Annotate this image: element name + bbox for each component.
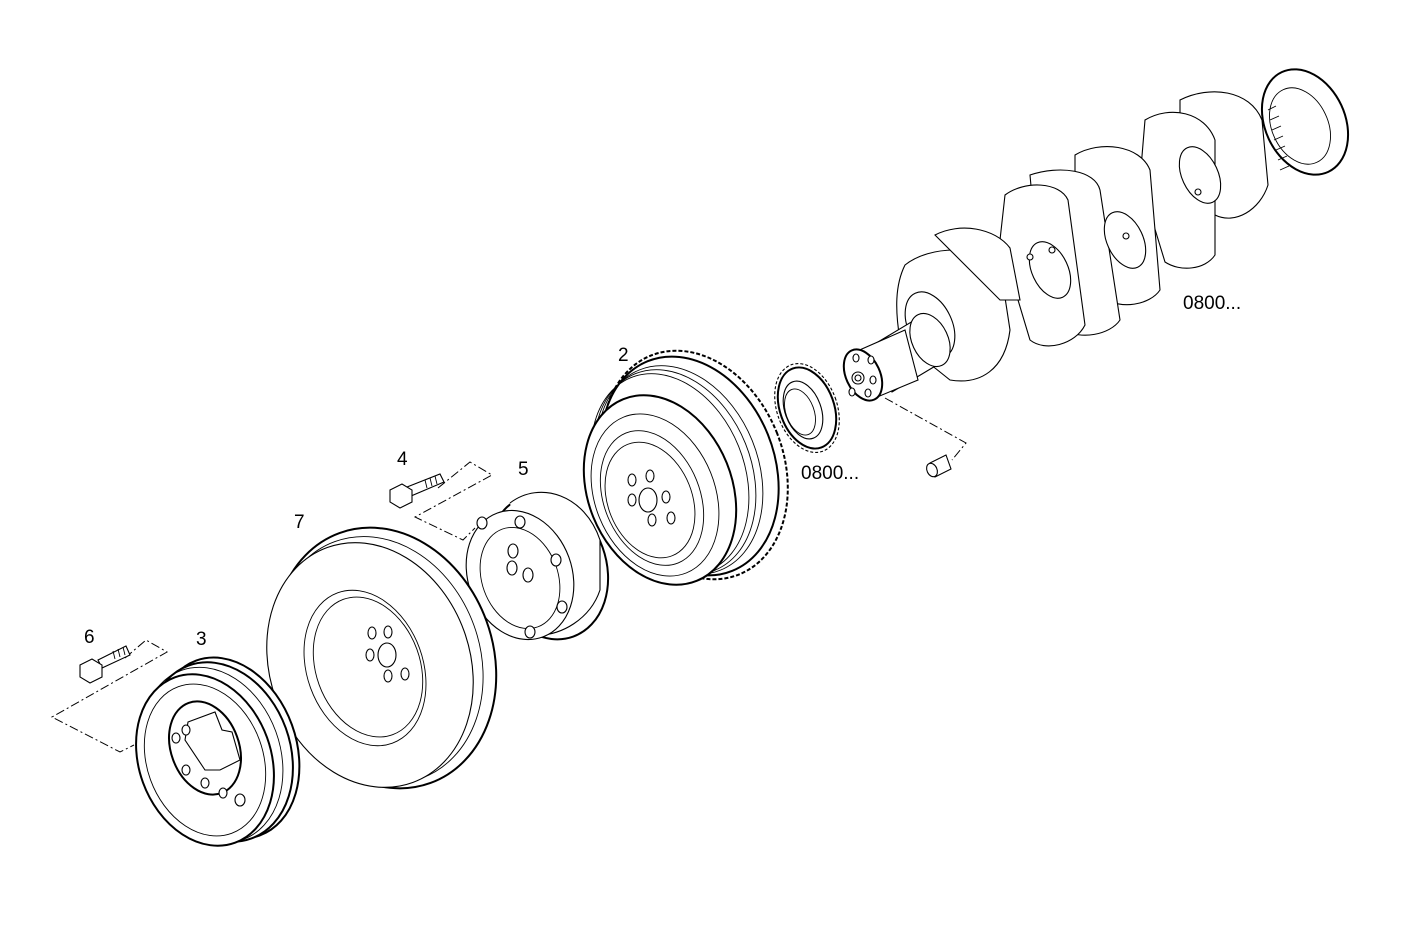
- part-2-drawing[interactable]: [557, 323, 821, 608]
- part-3-drawing[interactable]: [113, 637, 324, 865]
- gear-ring-drawing[interactable]: [763, 355, 851, 462]
- part-7-drawing[interactable]: [233, 496, 532, 820]
- callout-part-2[interactable]: 2: [618, 345, 629, 366]
- part-4-bolt-drawing[interactable]: [389, 461, 494, 541]
- crankshaft-drawing[interactable]: [836, 55, 1364, 406]
- part-6-bolt-drawing[interactable]: [50, 639, 169, 753]
- callout-part-3[interactable]: 3: [196, 629, 207, 650]
- callout-gear-ring[interactable]: 0800...: [801, 463, 860, 484]
- callout-part-6[interactable]: 6: [84, 627, 95, 648]
- callout-part-7[interactable]: 7: [294, 512, 305, 533]
- callout-crankshaft[interactable]: 0800...: [1183, 293, 1242, 314]
- dowel-pin-drawing[interactable]: [884, 397, 967, 478]
- part-5-drawing[interactable]: [449, 478, 628, 657]
- callout-part-5[interactable]: 5: [518, 459, 529, 480]
- callout-part-4[interactable]: 4: [397, 449, 408, 470]
